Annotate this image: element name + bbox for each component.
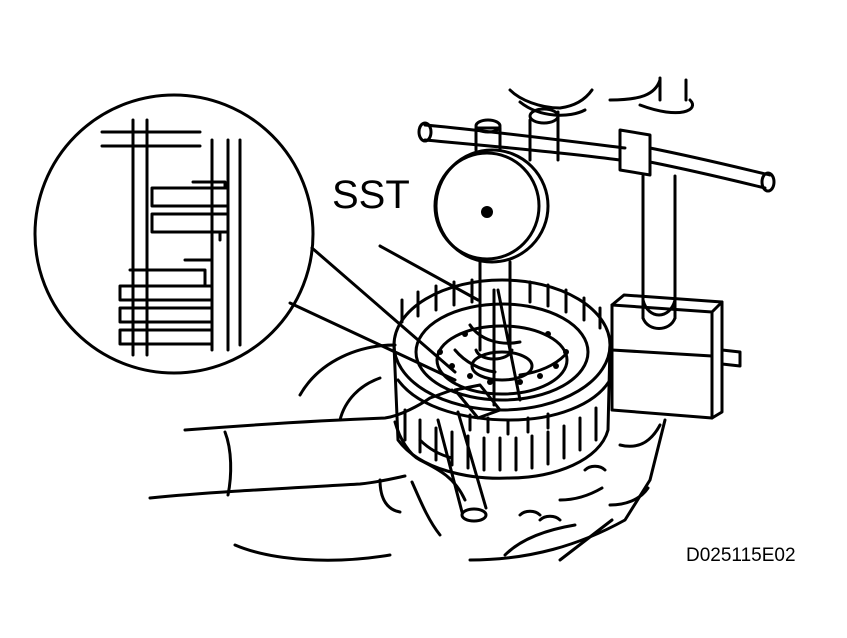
- sst-label: SST: [332, 173, 410, 217]
- transmission-case: [233, 343, 667, 562]
- clutch-pack-detail: [100, 118, 242, 357]
- lower-hand: [148, 383, 502, 537]
- detail-callout: [33, 93, 457, 382]
- sst-leader-line: [378, 244, 480, 302]
- upper-hand: [508, 88, 594, 117]
- indicator-stand: [417, 76, 776, 330]
- retaining-dots: [437, 331, 569, 385]
- magnetic-base: [610, 293, 742, 420]
- figure-code: D025115E02: [686, 545, 796, 566]
- dial-indicator: [433, 118, 550, 407]
